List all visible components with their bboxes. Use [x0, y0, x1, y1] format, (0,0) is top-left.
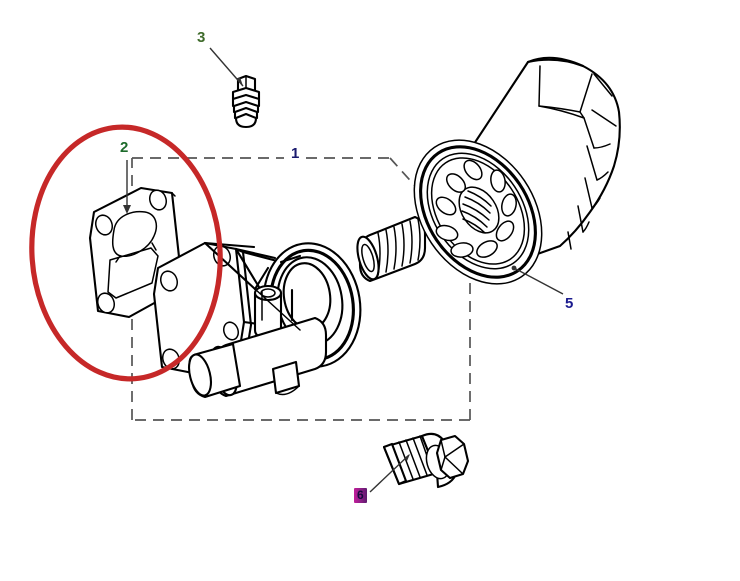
part-filter-stud: [356, 215, 427, 283]
part-adapter-housing: [152, 241, 362, 399]
callout-leader-lines: [123, 47, 564, 493]
callout-label-5: 5: [565, 295, 574, 312]
callout-label-6: 6: [354, 488, 367, 503]
part-oil-filter: [413, 56, 621, 285]
callout-label-2: 2: [120, 139, 129, 156]
callout-label-1: 1: [291, 145, 300, 162]
part-threaded-plug: [231, 74, 261, 129]
part-flange-bolt: [382, 432, 470, 489]
callout-label-3: 3: [197, 29, 206, 46]
highlight-ellipse: [29, 124, 223, 382]
